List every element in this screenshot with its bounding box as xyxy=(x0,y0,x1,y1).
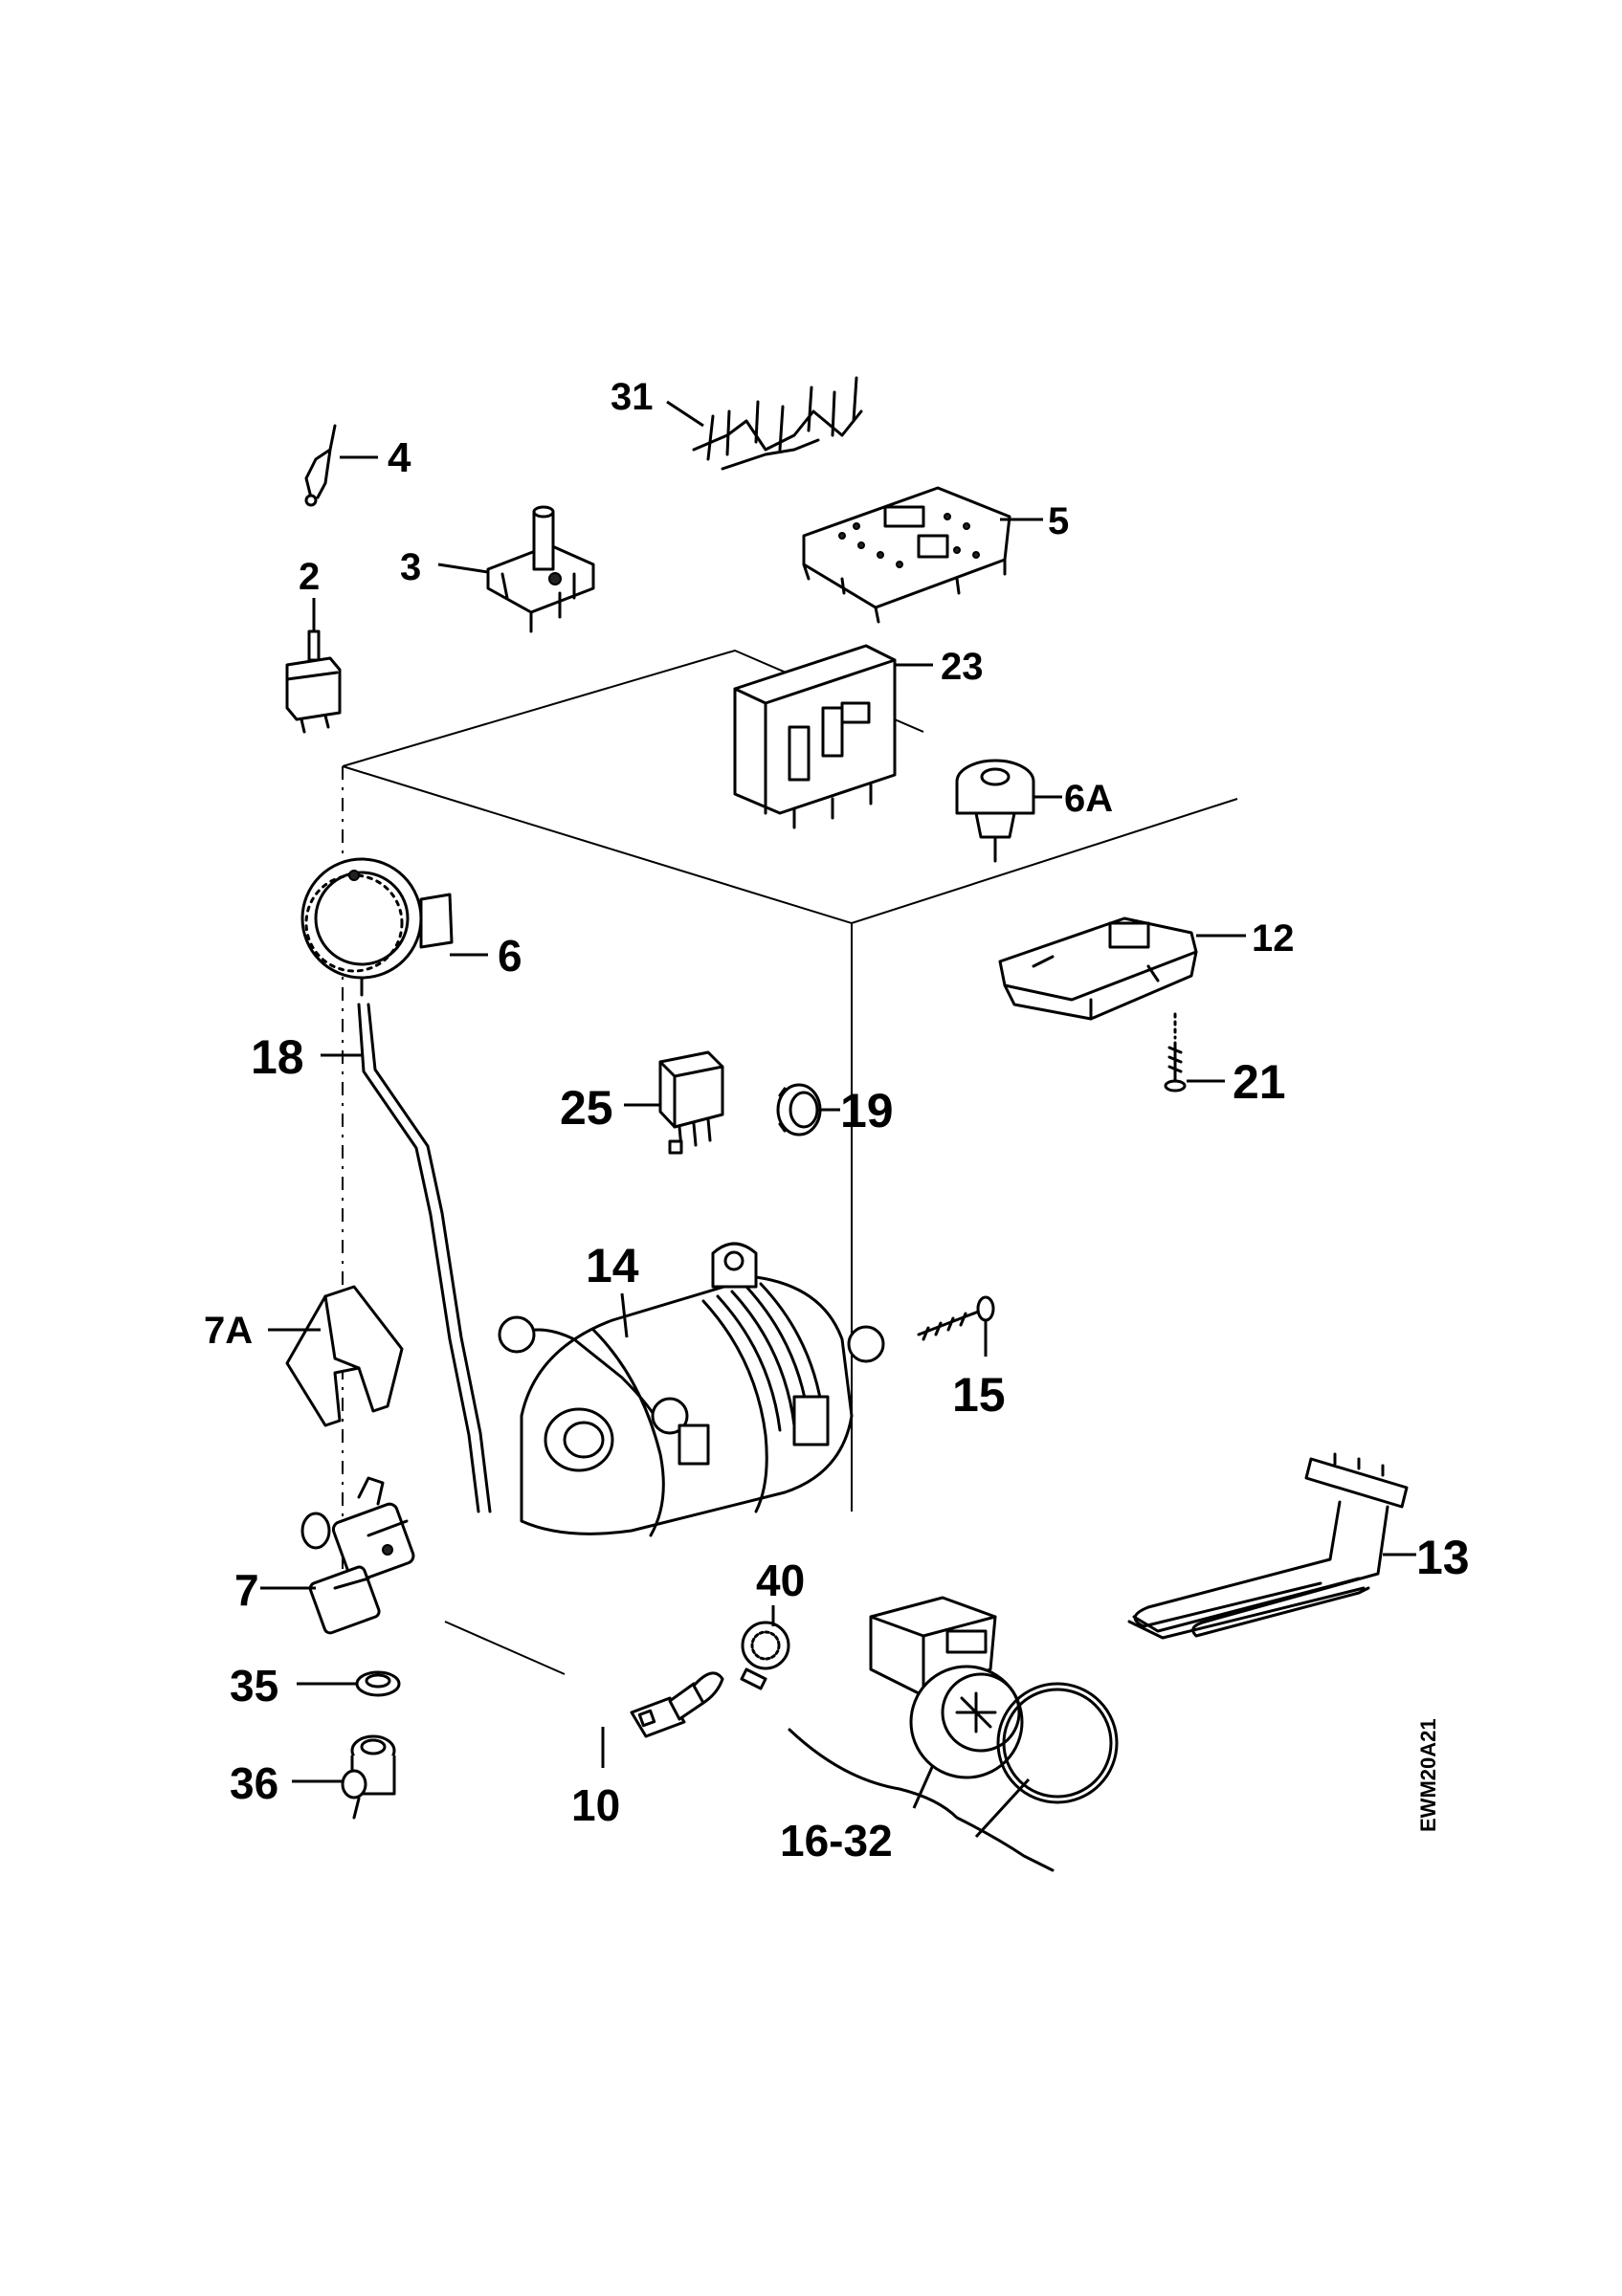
part-label-23: 23 xyxy=(941,646,984,688)
bushing-icon xyxy=(776,1083,822,1137)
relay-icon xyxy=(658,1050,724,1155)
programmer-dial-icon xyxy=(300,857,454,997)
clip-icon xyxy=(285,1285,404,1427)
pressure-switch-icon xyxy=(955,759,1035,863)
sensor-icon xyxy=(630,1671,724,1738)
solenoid-valve-icon xyxy=(300,1476,415,1635)
clamp-icon xyxy=(740,1621,790,1690)
part-label-6A: 6A xyxy=(1064,778,1113,820)
part-label-15: 15 xyxy=(952,1368,1006,1422)
part-label-16-32: 16-32 xyxy=(780,1816,893,1866)
wire-harness-icon xyxy=(304,424,337,507)
part-label-19: 19 xyxy=(840,1084,894,1137)
part-label-2: 2 xyxy=(299,556,320,598)
screw-icon xyxy=(1164,1012,1187,1093)
door-lock-icon xyxy=(998,916,1198,1021)
part-label-12: 12 xyxy=(1252,917,1295,960)
drawing-code: EWM20A21 xyxy=(1416,1718,1440,1832)
part-label-18: 18 xyxy=(251,1030,304,1084)
potentiometer-icon xyxy=(285,629,342,734)
motor-icon xyxy=(498,1242,885,1537)
part-label-31: 31 xyxy=(611,376,654,418)
part-label-36: 36 xyxy=(230,1758,278,1808)
terminal-comb-icon xyxy=(692,376,863,471)
part-label-4: 4 xyxy=(388,434,411,481)
part-label-21: 21 xyxy=(1233,1055,1286,1109)
heating-element-icon xyxy=(1127,1452,1409,1640)
switch-icon xyxy=(486,505,595,633)
bolt-icon xyxy=(917,1295,995,1341)
part-label-7A: 7A xyxy=(204,1310,253,1352)
part-label-5: 5 xyxy=(1048,500,1069,542)
drain-pump-icon xyxy=(788,1596,1119,1872)
part-label-13: 13 xyxy=(1416,1531,1470,1584)
part-label-40: 40 xyxy=(756,1556,805,1605)
part-label-10: 10 xyxy=(571,1780,620,1830)
control-module-icon xyxy=(733,644,897,829)
part-label-35: 35 xyxy=(230,1661,278,1711)
connector-icon xyxy=(341,1734,396,1820)
part-label-6: 6 xyxy=(498,931,522,981)
part-label-3: 3 xyxy=(400,546,421,588)
part-label-7: 7 xyxy=(234,1565,259,1615)
circuit-board-icon xyxy=(802,486,1011,624)
ring-icon xyxy=(355,1670,401,1697)
hose-icon xyxy=(357,1003,492,1513)
part-label-25: 25 xyxy=(560,1081,613,1135)
part-label-14: 14 xyxy=(586,1239,639,1292)
